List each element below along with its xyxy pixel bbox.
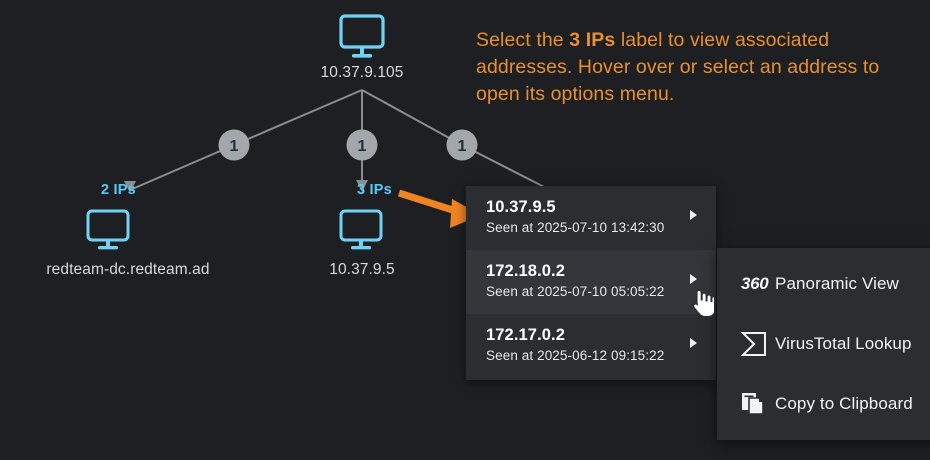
- 360-icon-label: 360: [741, 274, 769, 293]
- chevron-right-icon[interactable]: [690, 338, 697, 348]
- hand-cursor: [693, 289, 714, 318]
- ip-list-item[interactable]: 10.37.9.5 Seen at 2025-07-10 13:42:30: [466, 186, 716, 250]
- 360-icon: 360: [741, 274, 775, 294]
- edge-badge-3[interactable]: 1: [446, 129, 478, 161]
- ip-count-label-10-37-9-5[interactable]: 3 IPs: [357, 182, 392, 198]
- child-node-label-redteam-dc: redteam-dc.redteam.ad: [46, 261, 210, 278]
- edge-arrowhead: [124, 181, 136, 193]
- copy-icon: [741, 392, 775, 416]
- menu-item-virustotal-lookup[interactable]: VirusTotal Lookup: [717, 314, 930, 374]
- edge-badge-2[interactable]: 1: [346, 129, 378, 161]
- monitor-icon[interactable]: [339, 14, 385, 58]
- ip-address-value: 172.17.0.2: [486, 326, 565, 344]
- edge-badge-label: 1: [458, 138, 467, 155]
- edge-root-to-badge-3: [361, 89, 463, 146]
- ip-seen-timestamp: Seen at 2025-07-10 05:05:22: [486, 284, 665, 299]
- edge-root-to-badge-1: [233, 89, 363, 146]
- menu-item-label: Panoramic View: [775, 274, 899, 293]
- callout-arrow: [397, 189, 481, 228]
- menu-item-label: Copy to Clipboard: [775, 394, 913, 413]
- menu-item-panoramic-view[interactable]: 360 Panoramic View: [717, 254, 930, 314]
- child-node-label-10-37-9-5: 10.37.9.5: [329, 261, 395, 278]
- edge-arrowhead: [356, 180, 368, 192]
- callout-emphasis: 3 IPs: [569, 29, 616, 51]
- ip-address-value: 10.37.9.5: [486, 198, 556, 216]
- ip-address-panel: 10.37.9.5 Seen at 2025-07-10 13:42:30 17…: [466, 186, 716, 380]
- chevron-right-icon[interactable]: [690, 210, 697, 220]
- ip-options-context-menu: 360 Panoramic View VirusTotal Lookup: [717, 248, 930, 440]
- edge-badge-1-to-child-1: [129, 144, 235, 191]
- callout-text-before: Select the: [476, 29, 570, 51]
- chevron-right-icon[interactable]: [690, 274, 697, 284]
- ip-address-value: 172.18.0.2: [486, 262, 565, 280]
- edge-badge-label: 1: [230, 138, 239, 155]
- ip-list-item[interactable]: 172.17.0.2 Seen at 2025-06-12 09:15:22: [466, 314, 716, 378]
- ip-count-label-redteam-dc[interactable]: 2 IPs: [101, 182, 136, 198]
- callout-text: Select the 3 IPs label to view associate…: [476, 27, 916, 108]
- edge-badge-1[interactable]: 1: [218, 129, 250, 161]
- ip-seen-timestamp: Seen at 2025-07-10 13:42:30: [486, 220, 665, 235]
- menu-item-copy-to-clipboard[interactable]: Copy to Clipboard: [717, 374, 930, 434]
- virustotal-sigma-icon: [741, 331, 775, 357]
- root-node-label: 10.37.9.105: [320, 64, 404, 81]
- callout-text-after: label to view associated addresses. Hove…: [476, 29, 880, 105]
- edge-badge-label: 1: [358, 138, 367, 155]
- menu-item-label: VirusTotal Lookup: [775, 334, 912, 353]
- monitor-icon[interactable]: [86, 209, 130, 250]
- ip-list-item[interactable]: 172.18.0.2 Seen at 2025-07-10 05:05:22: [466, 250, 716, 314]
- monitor-icon[interactable]: [339, 209, 383, 250]
- ip-seen-timestamp: Seen at 2025-06-12 09:15:22: [486, 348, 665, 363]
